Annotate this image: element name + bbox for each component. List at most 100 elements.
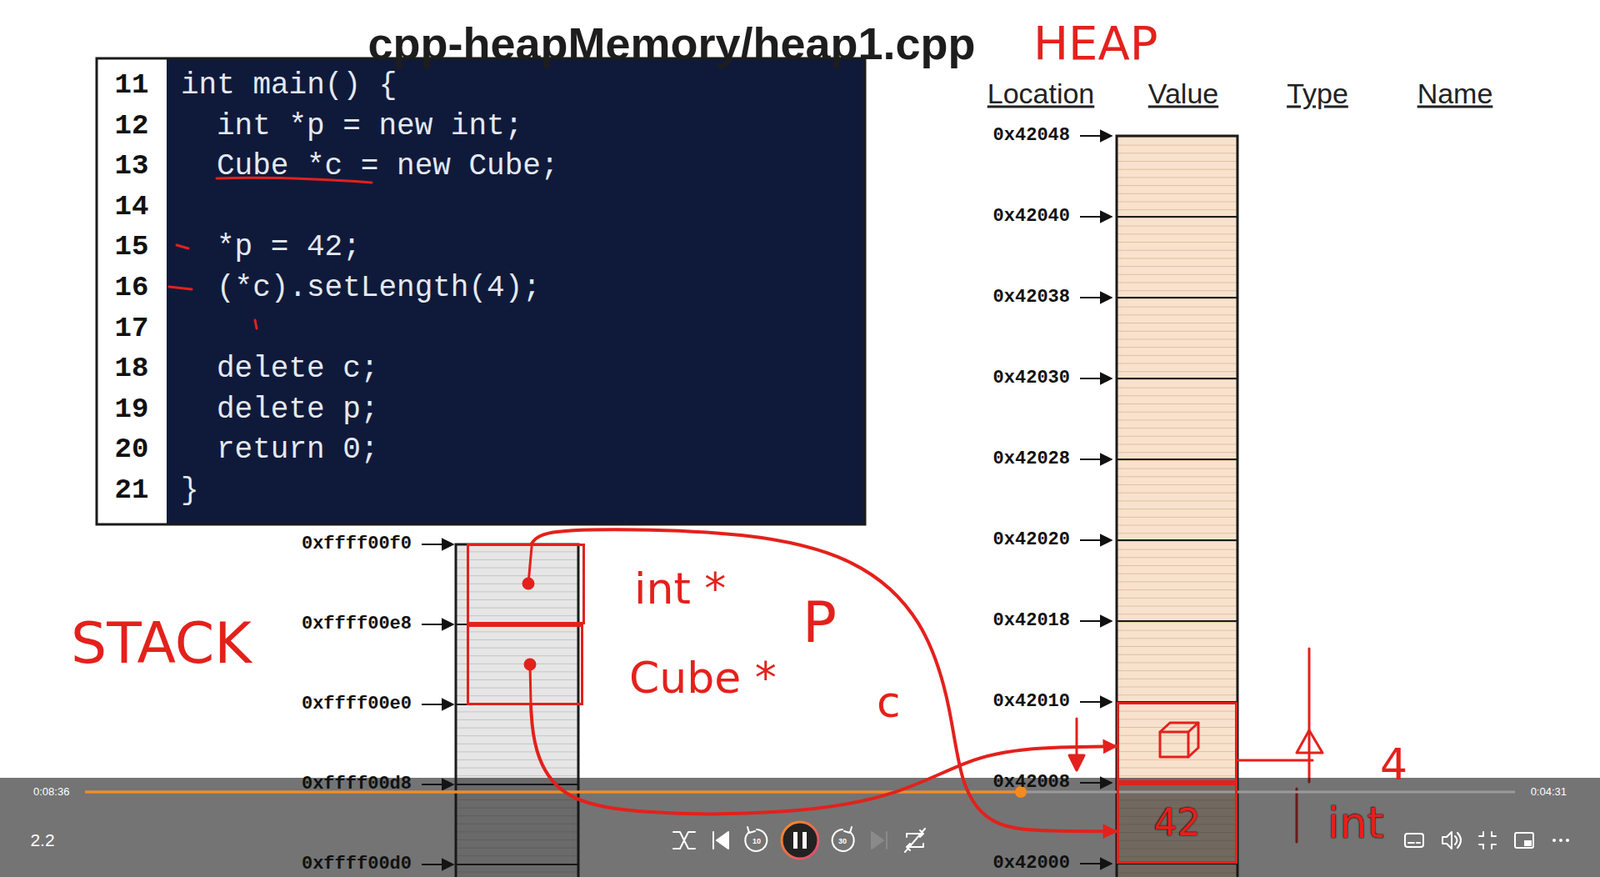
video-player-bar [0,777,1600,877]
cell-value: 42 [1154,802,1201,843]
code-line: Cube *c = new Cube; [216,149,559,184]
stack-address: 0xffff00f0 [301,533,412,555]
pointer-stub [530,664,531,703]
sketch-arrowhead [1296,730,1323,753]
code-background [96,58,865,525]
cube-icon-front [1160,731,1189,757]
more-icon [1565,838,1570,842]
player-overlay [0,777,1600,877]
code-line: *p = 42; [216,230,361,265]
line-number-column [96,58,167,525]
heap-cell: 4 [1116,701,1238,783]
stack-address: 0xffff00d8 [301,773,412,795]
address-tick [1080,377,1112,380]
heap-heading: HEAP [1033,16,1159,70]
variable-name: P [802,591,837,655]
picture-in-picture-icon [1524,840,1532,846]
progress-track [85,790,1515,794]
address-tick [421,623,454,625]
heap-column [1116,135,1238,877]
code-line: } [180,473,200,508]
line-number: 14 [115,190,150,224]
line-number: 15 [115,231,150,265]
stack-heading: STACK [70,610,252,676]
heap-address: 0x42008 [993,771,1070,793]
tick-mark [169,286,192,290]
heap-row-line [1116,215,1238,218]
line-number: 18 [115,353,150,386]
column-header: Value [1148,77,1219,110]
stack-address: 0xffff00e8 [301,613,412,635]
next-icon [885,831,888,849]
heap-address: 0x42028 [993,448,1070,470]
code-annotations [169,177,372,329]
address-tick [1080,296,1112,299]
captions-icon [1405,833,1424,847]
address-tick [421,543,454,545]
address-tick [1080,539,1112,541]
pause-button-ring [781,821,819,859]
line-number: 11 [115,69,150,102]
sketch-arrowhead [1069,755,1085,770]
address-tick [421,703,454,705]
pointer-arrow [531,529,1117,831]
skip-seconds: 30 [838,836,847,845]
rewind-icon [747,826,755,833]
address-tick [1080,135,1112,137]
pause-bar [793,831,798,849]
stack-cell: int *P [466,543,585,625]
heap-border [1116,135,1238,877]
line-number: 17 [115,312,150,345]
code-line: delete p; [216,392,379,427]
heap-row-line [1116,620,1238,622]
heap-row-line [1116,458,1238,460]
cube-icon-top [1160,722,1199,732]
pointer-arrow [530,705,1117,814]
heap-address: 0x42018 [993,610,1070,631]
line-number: 13 [115,150,150,184]
stack-cell: Cube *c [466,624,584,705]
sketch-stroke [1308,648,1311,782]
elapsed-time: 0:08:36 [33,785,70,799]
heap-fill [1116,135,1238,877]
type-note: Cube * [629,654,777,702]
skip-seconds: 10 [752,836,761,845]
pause-bar [802,831,807,849]
code-line: int main() { [180,68,397,103]
variable-name: c [876,678,901,726]
volume-icon [1455,832,1461,848]
previous-icon [712,831,715,849]
stack-address: 0xffff00e0 [301,693,412,715]
repeat-off-icon [905,828,925,852]
heap-address: 0x42048 [993,125,1070,146]
value-note: 4 [1380,740,1408,789]
stack-address: 0xffff00d0 [301,853,412,875]
heap-address: 0x42020 [993,529,1070,550]
heap-address: 0x42010 [993,690,1070,712]
captions-icon [1408,841,1420,844]
heap-address: 0x42000 [993,852,1070,874]
heap-cell: 42int [1116,782,1238,864]
picture-in-picture-icon [1515,832,1534,848]
address-tick [1080,458,1112,460]
type-note: int [1327,799,1385,847]
line-number: 12 [115,110,150,143]
line-number: 21 [115,474,150,507]
code-line: delete c; [216,351,379,386]
line-number: 20 [115,434,150,467]
line-number: 19 [115,393,150,426]
address-tick [1080,700,1112,703]
code-line: int *p = new int; [216,109,523,144]
address-tick [1080,620,1112,622]
code-panel [96,58,865,525]
code-border [96,58,865,525]
forward-icon [844,826,852,833]
heap-address: 0x42038 [993,286,1070,308]
heap-row-line [1116,539,1238,541]
remaining-time: 0:04:31 [1530,785,1567,799]
sketch-stroke [1238,759,1313,762]
code-line: (*c).setLength(4); [216,270,541,305]
progress-fill [85,790,1021,794]
column-header: Type [1286,77,1349,110]
